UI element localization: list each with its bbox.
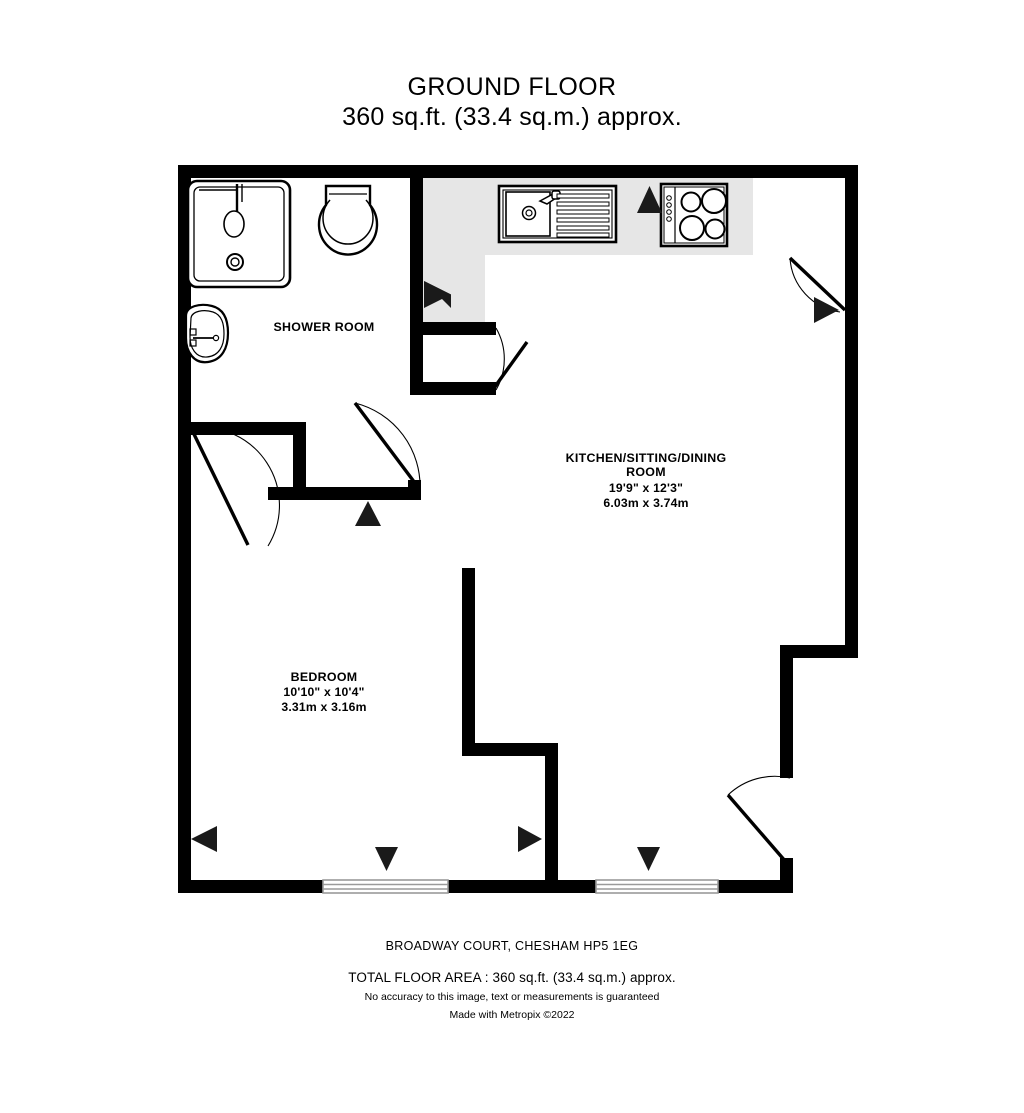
shower-room-door [492,327,529,391]
page-area-subtitle: 360 sq.ft. (33.4 sq.m.) approx. [342,103,682,131]
view-marker-bedroom-down [375,847,398,871]
footer-disclaimer-line1: No accuracy to this image, text or measu… [364,991,660,1003]
footer-address: BROADWAY COURT, CHESHAM HP5 1EG [385,939,639,953]
toilet-icon [317,184,379,256]
wall-bedroom-divider [462,568,475,750]
wall-shower-right [410,165,423,333]
hob-icon [659,182,729,248]
wall-bedroom-divider-step [462,743,557,756]
kitchen-fixtures [497,182,729,248]
wall-bottom-left [178,880,323,893]
wall-cupboard-right [293,422,306,490]
wall-hall-bottom [268,487,420,500]
wall-shower-door-sill [410,382,495,395]
plan-footer: BROADWAY COURT, CHESHAM HP5 1EG TOTAL FL… [0,938,1024,1021]
wall-bottom-right [718,880,793,893]
wall-shower-right-lower [410,333,423,395]
wall-shower-door-head [423,322,495,335]
bedroom-dim-metric: 3.31m x 3.16m [281,700,366,714]
footer-total-area: TOTAL FLOOR AREA : 360 sq.ft. (33.4 sq.m… [348,970,676,985]
view-markers-group [191,186,839,871]
view-marker-bedroom-left [191,826,217,852]
wall-shower-jamb-right-top [488,322,496,335]
wall-top [178,165,786,178]
bedroom-door [353,401,421,491]
view-marker-living-down [637,847,660,871]
washbasin-icon [184,303,230,364]
room-label-bedroom: BEDROOM 10'10" x 10'4" 3.31m x 3.16m [281,670,366,714]
wall-right-lower [780,645,793,778]
wall-shower-jamb-right-bottom [488,382,496,395]
kitchen-room-name-line1: KITCHEN/SITTING/DINING [566,451,727,465]
room-labels-group: SHOWER ROOM KITCHEN/SITTING/DINING ROOM … [273,320,726,714]
wall-right-upper [845,165,858,645]
footer-disclaimer-line2: Made with Metropix ©2022 [449,1008,575,1021]
kitchen-sink-icon [497,184,618,244]
kitchen-room-dim-metric: 6.03m x 3.74m [603,496,688,510]
shower-tray-icon [186,179,292,289]
living-window [595,879,719,894]
kitchen-room-name-line2: ROOM [626,465,666,479]
room-label-shower-room: SHOWER ROOM [273,320,374,334]
rear-door [726,775,791,864]
doors-group [189,256,847,864]
windows-group [322,879,719,894]
wall-bedroom-divider-lower [545,743,558,893]
shower-room-name: SHOWER ROOM [273,320,374,334]
wall-bottom-mid [448,880,596,893]
page-title: GROUND FLOOR [407,73,617,101]
view-marker-kitchen-left-2 [424,281,451,308]
bedroom-name: BEDROOM [291,670,358,684]
cupboard-door [189,426,281,547]
room-label-kitchen-sitting-dining: KITCHEN/SITTING/DINING ROOM 19'9" x 12'3… [566,451,727,510]
wall-cupboard-top [178,422,306,435]
wall-top-right [786,165,858,178]
kitchen-room-dim-imperial: 19'9" x 12'3" [609,481,683,495]
view-marker-living-right [518,826,542,852]
shower-room-fixtures [184,179,379,364]
plan-header: GROUND FLOOR 360 sq.ft. (33.4 sq.m.) app… [0,72,1024,132]
view-marker-entrance-right [814,297,839,323]
bedroom-window [322,879,449,894]
view-marker-hall-up [355,501,381,526]
view-marker-kitchen-up [637,186,662,213]
bedroom-dim-imperial: 10'10" x 10'4" [283,685,364,699]
wall-right-step [780,645,858,658]
